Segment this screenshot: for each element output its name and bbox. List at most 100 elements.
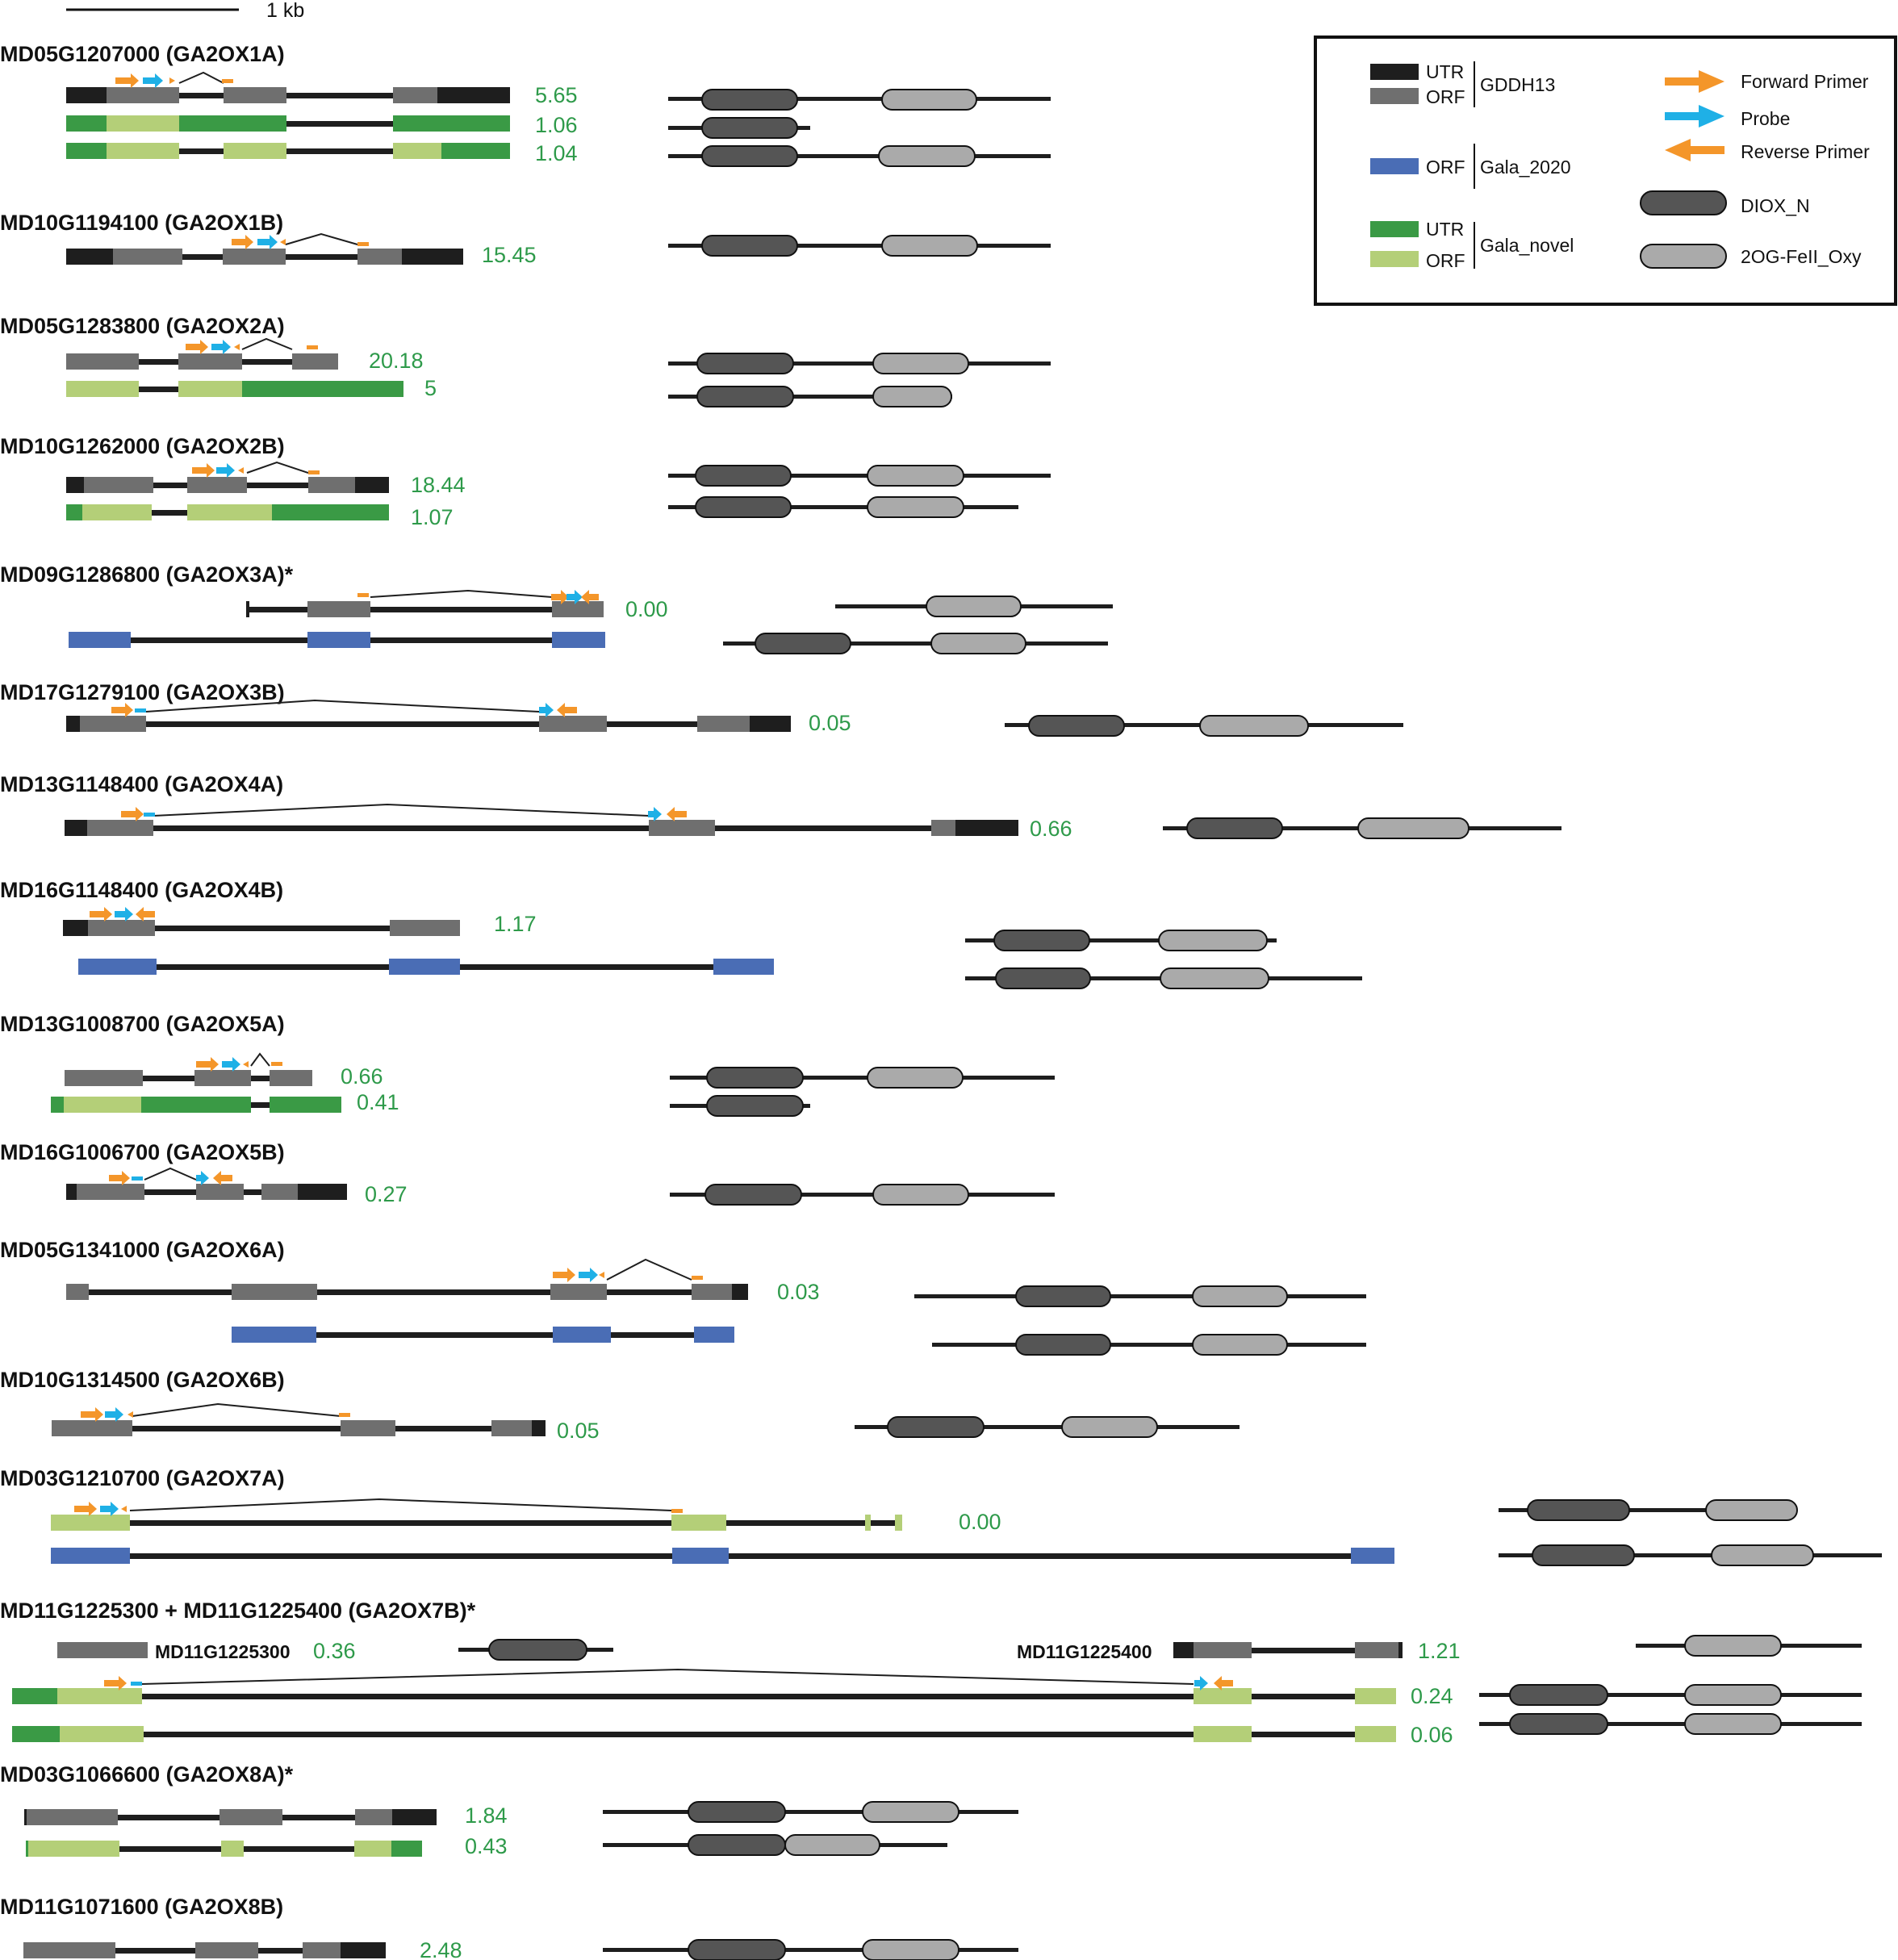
novel-orf-feature [865, 1515, 871, 1531]
gene-label: MD05G1341000 (GA2OX6A) [0, 1238, 285, 1262]
oxy-domain [1192, 1334, 1288, 1356]
primer-arrow-icon [169, 77, 175, 84]
novel-utr-feature [141, 1097, 251, 1113]
novel-orf-feature [60, 1726, 144, 1742]
primer-arrow-icon [128, 1411, 133, 1418]
novel-utr-feature [66, 115, 107, 132]
orf-feature [223, 249, 286, 265]
track-line [668, 244, 1051, 248]
novel-orf-feature [187, 504, 272, 520]
oxy-domain [862, 1801, 959, 1823]
gene-label: MD09G1286800 (GA2OX3A)* [0, 562, 294, 587]
transcript [66, 71, 510, 103]
utr-feature [66, 87, 107, 103]
oxy-domain [1160, 967, 1269, 989]
novel-orf-feature [66, 381, 139, 397]
track-line [932, 1343, 1366, 1347]
oxy-domain [930, 633, 1026, 654]
orf-feature [65, 1070, 143, 1086]
protein-models [458, 89, 1882, 1960]
oxy-domain [784, 1834, 880, 1856]
diox-n-domain [695, 496, 792, 518]
primer-arrow-icon [238, 467, 244, 474]
probe-arrow-icon [143, 73, 163, 88]
track-line [603, 1948, 1018, 1952]
probe-arrow-icon [115, 907, 133, 921]
probe-arrow-icon [105, 1407, 123, 1422]
legend-label: DIOX_N [1741, 195, 1810, 216]
protein-model [603, 1801, 1018, 1823]
orf-feature [550, 1284, 607, 1300]
intron-connector [606, 1258, 692, 1281]
expression-value: 5 [424, 376, 437, 400]
expression-value: 2.48 [420, 1938, 462, 1960]
track-line [965, 938, 1277, 942]
transcript [66, 337, 338, 370]
intron-connector [145, 699, 540, 713]
transcript [66, 381, 403, 397]
legend-label: Gala_novel [1480, 235, 1574, 256]
novel-utr-feature [441, 143, 510, 159]
track-line [668, 361, 1051, 366]
transcript [66, 1258, 748, 1300]
legend-label: Probe [1741, 108, 1790, 129]
diox-n-domain [695, 465, 792, 487]
legend-swatch-utr [1370, 64, 1419, 80]
transcript [51, 1097, 341, 1113]
primer-arrow-icon [280, 239, 286, 245]
expression-value: 1.17 [494, 912, 537, 936]
intron-connector [144, 1167, 197, 1181]
transcript [24, 1809, 437, 1825]
utr-feature [437, 87, 510, 103]
utr-feature [65, 820, 87, 836]
protein-model [668, 117, 810, 139]
protein-model [723, 633, 1108, 654]
orf-feature [341, 1420, 395, 1436]
expression-value: 0.66 [341, 1064, 383, 1089]
expression-value: 1.21 [1418, 1639, 1461, 1663]
legend-label: ORF [1426, 250, 1465, 271]
oxy-domain [881, 89, 977, 111]
track-line [914, 1294, 1366, 1298]
protein-model [1499, 1544, 1882, 1566]
diox-n-domain [706, 1095, 804, 1117]
intron-connector [241, 337, 293, 350]
expression-value: 18.44 [411, 473, 466, 497]
reverse-primer-mark [222, 79, 233, 83]
novel-orf-feature [64, 1097, 141, 1113]
probe-arrow-icon [1665, 105, 1725, 127]
primer-arrow-icon [553, 1268, 575, 1282]
novel-orf-feature [82, 504, 152, 520]
track-line [66, 721, 791, 727]
track-line [246, 607, 604, 612]
probe-mark [132, 1176, 143, 1181]
reverse-primer-mark [271, 1062, 282, 1066]
utr-feature [955, 820, 1018, 836]
transcript [12, 1668, 1396, 1704]
intron-connector [153, 803, 650, 817]
novel-utr-feature [26, 1841, 28, 1857]
transcript [12, 1726, 1396, 1742]
legend-label: Reverse Primer [1741, 141, 1870, 162]
legend-label: 2OG-FeII_Oxy [1741, 246, 1862, 267]
orf-feature [219, 1809, 282, 1825]
track-line [668, 97, 1051, 101]
transcript [65, 1052, 312, 1086]
orf-feature [697, 716, 750, 732]
novel-orf-feature [224, 143, 286, 159]
intron-connector [370, 589, 553, 598]
gene-label: MD05G1283800 (GA2OX2A) [0, 314, 285, 338]
protein-model [668, 353, 1051, 374]
legend-label: Gala_2020 [1480, 157, 1571, 178]
transcript [26, 1841, 422, 1857]
diox-n-domain [1028, 715, 1125, 737]
oxy-domain [867, 1067, 964, 1089]
orf-feature [80, 716, 146, 732]
novel-orf-feature [107, 143, 179, 159]
novel-orf-feature [28, 1841, 119, 1857]
utr-feature [750, 716, 791, 732]
novel-utr-feature [391, 1841, 422, 1857]
track-line [232, 1332, 734, 1338]
protein-model [668, 89, 1051, 111]
